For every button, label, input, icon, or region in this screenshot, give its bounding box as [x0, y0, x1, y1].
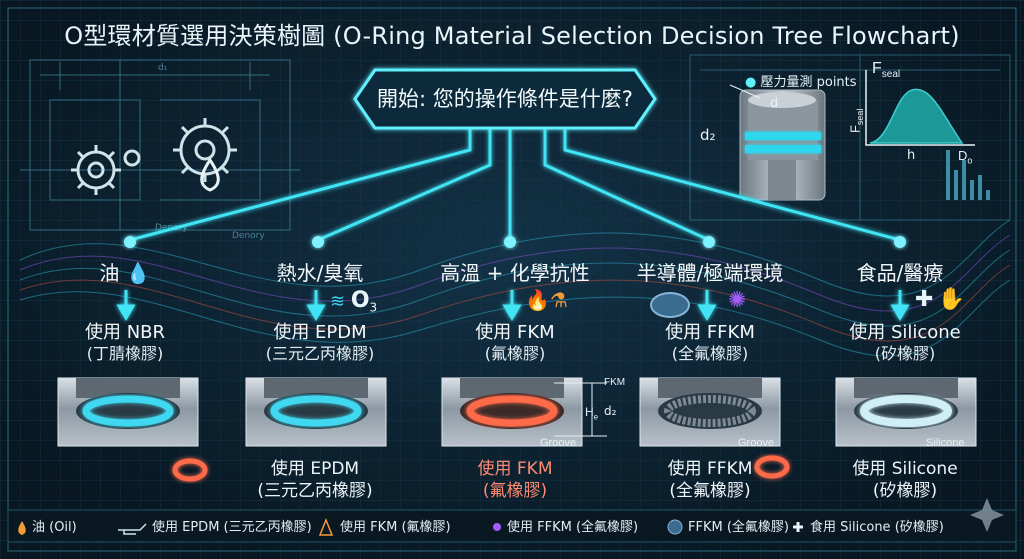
- page-title: O型環材質選用決策樹圖 (O-Ring Material Selection D…: [64, 22, 960, 50]
- result-cn-label: (矽橡膠): [872, 481, 938, 501]
- molecule-icon: ✺: [728, 288, 747, 313]
- material-fkm: 使用 FKM (氟橡膠): [440, 322, 590, 364]
- result-label: 使用 Silicone: [852, 459, 958, 479]
- material-cn-label: (氟橡膠): [484, 344, 546, 363]
- condition-label: 熱水/臭氧: [276, 261, 364, 285]
- fkm-dim-label: FKM: [604, 377, 626, 388]
- piston-d2-label: d₂: [700, 126, 716, 144]
- result-ffkm: 使用 FFKM (全氟橡膠): [635, 458, 785, 502]
- result-fkm: 使用 FKM (氟橡膠): [440, 458, 590, 502]
- groove-label-2: Groove: [738, 437, 775, 449]
- result-cn-label: (三元乙丙橡膠): [257, 481, 373, 501]
- ozone-icon: ≋ O3: [330, 288, 378, 315]
- svg-text:Denory: Denory: [232, 231, 265, 241]
- material-nbr: 使用 NBR (丁腈橡膠): [50, 322, 200, 364]
- condition-label: 食品/醫療: [856, 261, 944, 285]
- result-epdm: 使用 EPDM (三元乙丙橡膠): [240, 458, 390, 502]
- groove-blocks: [57, 377, 977, 447]
- medical-icon: ✚✋: [915, 287, 965, 312]
- material-cn-label: (全氟橡膠): [671, 344, 749, 363]
- material-silicone: 使用 Silicone (矽橡膠): [825, 322, 985, 364]
- fseal-title: Fseal: [872, 60, 901, 81]
- silicone-groove-label: Silicone: [926, 437, 965, 449]
- groove-label: Groove: [540, 437, 577, 449]
- piston-d-label: d: [770, 96, 779, 111]
- legend-item-ffkm-wafer: FFKM (全氟橡膠): [688, 520, 789, 535]
- piston-icon: [729, 84, 826, 201]
- material-cn-label: (丁腈橡膠): [86, 344, 164, 363]
- material-label: 使用 EPDM: [273, 322, 367, 343]
- fseal-y-axis: Fseal: [847, 108, 866, 134]
- material-cn-label: (三元乙丙橡膠): [265, 344, 375, 363]
- legend-item-oil: 油 (Oil): [32, 520, 77, 535]
- condition-label: 油 💧: [99, 261, 151, 285]
- material-epdm: 使用 EPDM (三元乙丙橡膠): [240, 322, 400, 364]
- material-cn-label: (矽橡膠): [874, 344, 936, 363]
- legend-item-fkm: 使用 FKM (氟橡膠): [340, 520, 451, 535]
- legend-item-ffkm: 使用 FFKM (全氟橡膠): [507, 520, 639, 535]
- branch-semiconductor-extreme: 半導體/極端環境: [625, 257, 795, 286]
- result-cn-label: (全氟橡膠): [669, 481, 751, 501]
- start-node-label: 開始: 您的操作條件是什麼?: [377, 87, 633, 111]
- fseal-chart: [865, 70, 990, 200]
- material-label: 使用 Silicone: [849, 322, 961, 343]
- svg-text:d₁: d₁: [158, 63, 168, 73]
- d2-dim-label: d₂: [604, 404, 617, 418]
- condition-label: 半導體/極端環境: [636, 261, 784, 285]
- fseal-h-label: h: [907, 148, 916, 163]
- material-label: 使用 FFKM: [665, 322, 755, 343]
- branch-oil: 油 💧: [70, 257, 180, 286]
- pressure-points-label: ● 壓力量測 points: [745, 75, 857, 90]
- material-label: 使用 NBR: [84, 322, 166, 343]
- result-label: 使用 FKM: [477, 459, 553, 479]
- result-label: 使用 EPDM: [270, 459, 360, 479]
- start-node: 開始: 您的操作條件是什麼?: [355, 70, 655, 128]
- result-silicone: 使用 Silicone (矽橡膠): [825, 458, 985, 502]
- legend: 油 (Oil) 使用 EPDM (三元乙丙橡膠) 使用 FKM (氟橡膠) 使用…: [0, 512, 1024, 540]
- result-cn-label: (氟橡膠): [482, 481, 548, 501]
- legend-item-epdm: 使用 EPDM (三元乙丙橡膠): [152, 520, 312, 535]
- material-ffkm: 使用 FFKM (全氟橡膠): [635, 322, 785, 364]
- he-dim-label: He: [585, 405, 599, 422]
- flame-flask-icon: 🔥⚗: [525, 288, 568, 312]
- branch-hot-water-ozone: 熱水/臭氧: [245, 257, 395, 286]
- material-label: 使用 FKM: [475, 322, 555, 343]
- oil-drop-icon: 💧: [125, 261, 151, 285]
- fseal-d0-label: Do: [958, 148, 973, 166]
- wafer-icon: [650, 292, 690, 318]
- branch-high-temp-chemical: 高溫 + 化學抗性: [425, 257, 605, 286]
- condition-label: 高溫 + 化學抗性: [440, 261, 590, 285]
- result-label: 使用 FFKM: [667, 459, 753, 479]
- branch-food-medical: 食品/醫療: [835, 257, 965, 286]
- legend-item-silicone: 食用 Silicone (矽橡膠): [810, 520, 944, 535]
- gear-icon: [71, 118, 237, 195]
